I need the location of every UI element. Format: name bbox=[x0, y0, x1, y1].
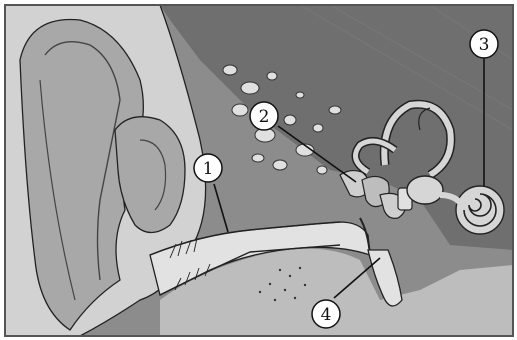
label-4-text: 4 bbox=[321, 305, 332, 325]
label-2-text: 2 bbox=[259, 107, 270, 127]
label-1-text: 1 bbox=[203, 159, 214, 179]
label-3-text: 3 bbox=[479, 35, 490, 55]
label-3: 3 bbox=[470, 30, 498, 58]
label-2: 2 bbox=[250, 102, 278, 130]
label-4: 4 bbox=[312, 300, 340, 328]
label-1: 1 bbox=[194, 154, 222, 182]
illustration bbox=[5, 5, 513, 336]
